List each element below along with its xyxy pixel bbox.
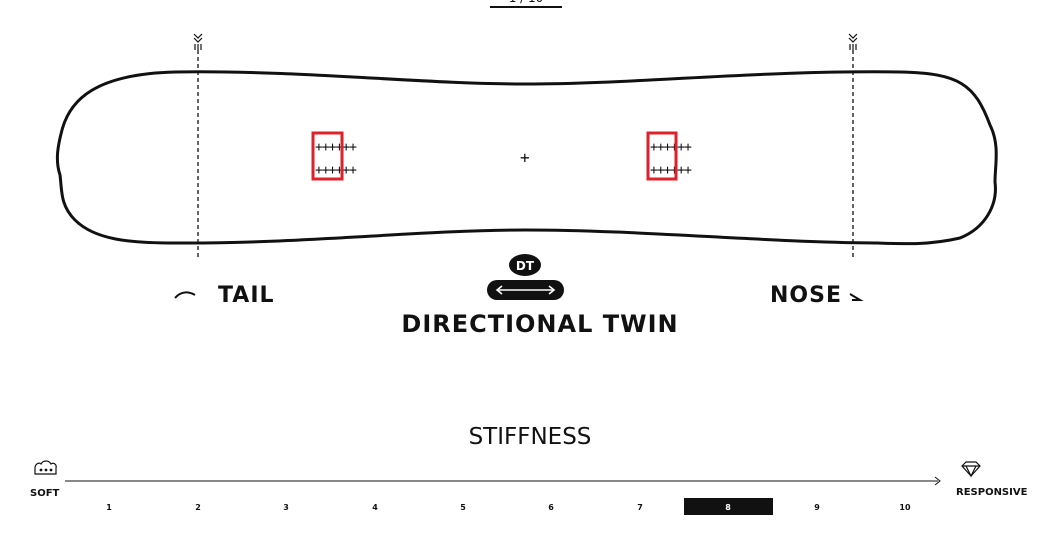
soft-foam-icon	[34, 460, 57, 475]
soft-label: SOFT	[30, 488, 60, 499]
dt-badge-text: DT	[516, 259, 535, 273]
stiffness-tick: 3	[283, 503, 289, 512]
stiffness-tick: 9	[814, 503, 820, 512]
nose-label: NOSE	[770, 283, 842, 308]
stiffness-tick: 2	[195, 503, 201, 512]
stiffness-tick: 7	[637, 503, 643, 512]
page-indicator: 1 / 10	[490, 0, 562, 8]
responsive-label: RESPONSIVE	[956, 487, 1028, 498]
stiffness-tick: 5	[460, 503, 466, 512]
rear-stance-highlight	[311, 131, 344, 181]
board-outline	[55, 70, 998, 246]
front-stance-highlight	[646, 131, 678, 181]
stiffness-tick-selected: 8	[725, 503, 731, 512]
shape-label: DIRECTIONAL TWIN	[401, 310, 679, 338]
stiffness-axis-arrow-icon	[934, 476, 941, 486]
rear-insert-row-top: ++++++	[315, 140, 357, 155]
stiffness-active-indicator	[684, 498, 773, 515]
stiffness-title: STIFFNESS	[468, 424, 592, 450]
twin-arrow-icon	[495, 285, 556, 295]
nose-icon	[849, 293, 864, 301]
stiffness-tick: 6	[548, 503, 554, 512]
stiffness-tick: 1	[106, 503, 112, 512]
diamond-icon	[961, 461, 981, 478]
center-mark: +	[520, 148, 530, 167]
dt-badge	[509, 254, 541, 276]
stiffness-tick: 4	[372, 503, 378, 512]
tail-label: TAIL	[218, 283, 275, 308]
tail-icon	[174, 291, 196, 299]
nose-marker-icon	[848, 33, 858, 50]
rear-insert-row-bottom: ++++++	[315, 163, 357, 178]
stiffness-tick: 10	[899, 503, 911, 512]
front-insert-row-bottom: ++++++	[650, 163, 692, 178]
front-insert-row-top: ++++++	[650, 140, 692, 155]
tail-marker-icon	[193, 33, 203, 50]
